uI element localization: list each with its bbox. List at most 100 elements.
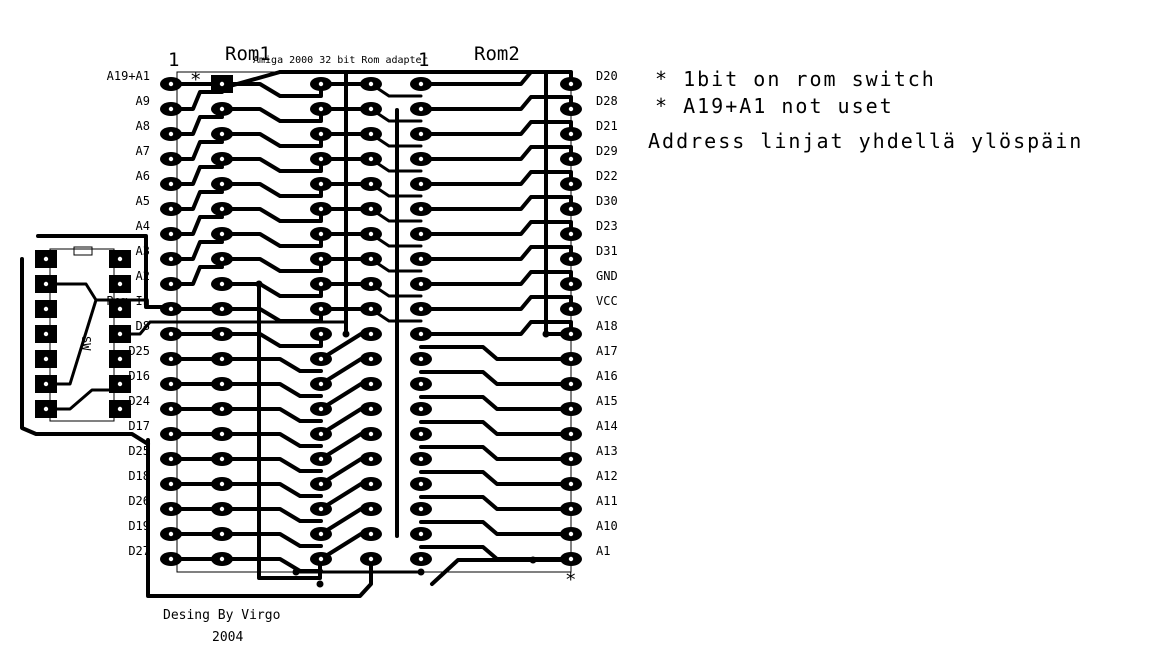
left-pin-label: A8 <box>136 119 150 133</box>
dip-pad-left-hole <box>43 331 49 337</box>
trace <box>419 445 573 461</box>
trace <box>419 470 573 486</box>
left-edge-pad-hole <box>168 331 174 337</box>
rom2-pin-c-hole <box>368 406 374 412</box>
via <box>542 330 550 338</box>
rom1-pin-a-hole <box>219 231 225 237</box>
rom2-pin-c-hole <box>368 381 374 387</box>
left-edge-pad-hole <box>168 206 174 212</box>
rom2-pin-d-hole <box>418 356 424 362</box>
trace <box>419 195 573 211</box>
right-pin-label: A16 <box>596 369 618 383</box>
right-pin-label: A18 <box>596 319 618 333</box>
trace <box>220 257 323 273</box>
dip-pad-right-hole <box>117 381 123 387</box>
rom2-title: Rom2 <box>474 43 520 65</box>
rom2-pin-c-hole <box>368 306 374 312</box>
left-pin-label: A19+A1 <box>107 69 150 83</box>
rom1-pin-a-hole <box>219 156 225 162</box>
rom2-pin-c-hole <box>368 481 374 487</box>
right-edge-pad-hole <box>568 481 574 487</box>
right-pin-label: A15 <box>596 394 618 408</box>
trace <box>220 282 323 298</box>
note-rom-switch: * 1bit on rom switch <box>655 67 936 91</box>
trace <box>220 457 323 473</box>
right-pin-label: A11 <box>596 494 618 508</box>
right-edge-pad-hole <box>568 156 574 162</box>
right-pin-label: A10 <box>596 519 618 533</box>
dip-pad-right-hole <box>117 406 123 412</box>
rom1-pin-b-hole <box>318 331 324 337</box>
right-edge-pad-hole <box>568 206 574 212</box>
rom2-pin-c-hole <box>368 206 374 212</box>
rom1-pin-b-hole <box>318 256 324 262</box>
rom1-pin-b-hole <box>318 506 324 512</box>
rom2-pin-d-hole <box>418 456 424 462</box>
via <box>292 568 300 576</box>
rom2-pin-d-hole <box>418 331 424 337</box>
right-edge-pad-hole <box>568 406 574 412</box>
rom1-pin-a-hole <box>219 106 225 112</box>
right-edge-pad-hole <box>568 181 574 187</box>
right-pin-label: D23 <box>596 219 618 233</box>
right-edge-pad-hole <box>568 231 574 237</box>
pin1-left-label: 1 <box>168 49 179 71</box>
bottom-route-1 <box>257 282 322 580</box>
left-edge-pad-hole <box>168 506 174 512</box>
note-not-used: * A19+A1 not uset <box>655 94 894 118</box>
left-pin-label: A4 <box>136 219 150 233</box>
rom1-pin-b-hole <box>318 281 324 287</box>
trace <box>220 182 323 198</box>
left-edge-pad-hole <box>168 81 174 87</box>
left-edge-pad-hole <box>168 181 174 187</box>
trace <box>419 270 573 286</box>
dip-pad-left-hole <box>43 306 49 312</box>
rom1-pin-a-hole <box>219 431 225 437</box>
via <box>255 280 263 288</box>
rom1-pin-a-hole <box>219 131 225 137</box>
rom2-pin-c-hole <box>368 106 374 112</box>
trace <box>220 207 323 223</box>
right-edge-pad-hole <box>568 131 574 137</box>
left-pin-label: A6 <box>136 169 150 183</box>
rom2-pin-d-hole <box>418 306 424 312</box>
rom2-pin-c-hole <box>368 231 374 237</box>
right-pin-label: GND <box>596 269 618 283</box>
rom1-pin-b-hole <box>318 356 324 362</box>
trace <box>419 220 573 236</box>
rom2-pin-d-hole <box>418 431 424 437</box>
rom2-pin-c-hole <box>368 456 374 462</box>
right-pin-label: D20 <box>596 69 618 83</box>
rom1-pin-b-hole <box>318 381 324 387</box>
rom2-pin-d-hole <box>418 256 424 262</box>
pads-layer <box>35 75 582 588</box>
right-pin-label: A13 <box>596 444 618 458</box>
via <box>417 568 425 576</box>
left-pin-label: Rom In <box>107 294 150 308</box>
rom1-pin-a-hole <box>219 556 225 562</box>
rom2-pin-d-hole <box>418 181 424 187</box>
right-pin-label: D31 <box>596 244 618 258</box>
dip-pad-right-hole <box>117 306 123 312</box>
star-bottom-mark: * <box>565 569 576 591</box>
rom1-pin1-square-hole <box>219 81 225 87</box>
rom1-pin-a-hole <box>219 506 225 512</box>
rom2-pin-d-hole <box>418 81 424 87</box>
right-pin-label: D30 <box>596 194 618 208</box>
trace <box>419 95 573 111</box>
rom2-pin-d-hole <box>418 531 424 537</box>
right-edge-pad-hole <box>568 81 574 87</box>
rom1-pin-a-hole <box>219 481 225 487</box>
rom1-pin-b-hole <box>318 406 324 412</box>
rom2-pin-c-hole <box>368 431 374 437</box>
rom2-pin-c-hole <box>368 131 374 137</box>
rom2-pin-d-hole <box>418 206 424 212</box>
left-pin-label: A9 <box>136 94 150 108</box>
rom1-pin-b-hole <box>318 81 324 87</box>
right-edge-pad-hole <box>568 556 574 562</box>
trace <box>220 307 323 323</box>
rom2-pin-c-hole <box>368 81 374 87</box>
bottom-route-2 <box>146 438 373 598</box>
